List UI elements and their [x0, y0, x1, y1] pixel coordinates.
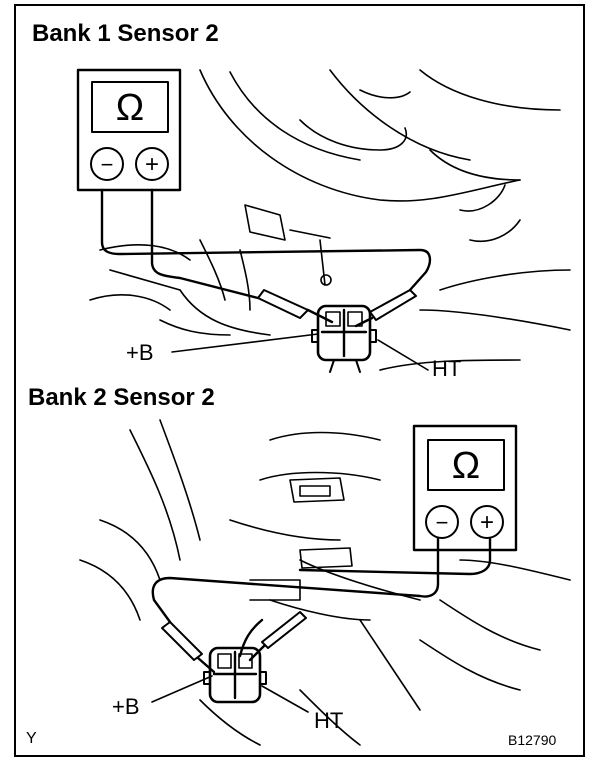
engine-sketch-bottom [79, 419, 571, 746]
minus-terminal-1: − [101, 152, 114, 177]
leaders-1 [171, 333, 429, 371]
oxygen-sensor-connector-2 [203, 646, 267, 704]
meter-symbols: Ω − + Ω − + [101, 87, 494, 536]
test-leads-1 [100, 188, 432, 328]
corner-mark: Y [26, 730, 37, 747]
panel-2-label-plus-b: +B [112, 694, 140, 719]
panel-1-label-plus-b: +B [126, 340, 154, 365]
panel-2-label-ht: HT [314, 708, 344, 733]
leaders-2 [151, 675, 309, 713]
panel-1-label-ht: HT [432, 356, 462, 381]
minus-terminal-2: − [436, 510, 449, 535]
plus-terminal-1: + [145, 151, 159, 178]
ohm-symbol-1: Ω [116, 87, 144, 129]
panel-1-title: Bank 1 Sensor 2 [32, 20, 219, 47]
test-leads-2 [151, 536, 492, 674]
engine-sketch-top [89, 69, 571, 371]
ohmmeter-1 [76, 68, 182, 192]
panel-2-title: Bank 2 Sensor 2 [28, 384, 215, 411]
plus-terminal-2: + [480, 509, 494, 536]
oxygen-sensor-connector-1 [311, 304, 377, 373]
figure-code: B12790 [508, 732, 557, 748]
ohmmeter-2 [412, 424, 518, 552]
figure-frame [14, 4, 585, 757]
ohm-symbol-2: Ω [452, 445, 480, 487]
